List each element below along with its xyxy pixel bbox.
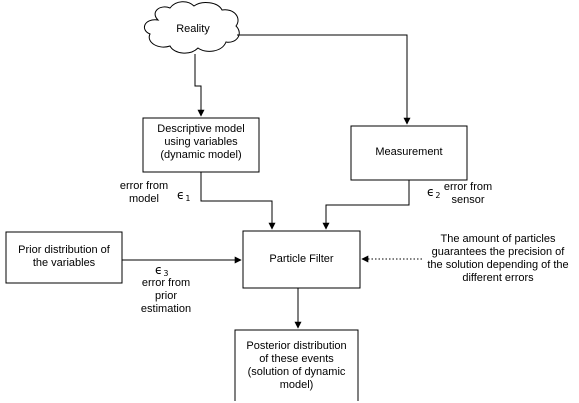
epsilon-1-symbol: ϵ1: [177, 189, 190, 205]
descriptive-model-box: [142, 117, 260, 173]
posterior-box: [234, 329, 359, 401]
prior-distribution-box: [5, 231, 123, 284]
prior-distribution-label: Prior distribution of the variables: [18, 244, 110, 269]
epsilon-1-subscript: 1: [185, 194, 191, 203]
error-model-label: error from model: [119, 180, 169, 205]
epsilon-3-char: ϵ: [155, 263, 163, 277]
epsilon-2-char: ϵ: [427, 185, 435, 199]
particle-filter-label: Particle Filter: [269, 253, 334, 265]
descriptive-model-label: Descriptive model using variables (dynam…: [157, 123, 245, 161]
posterior-label: Posterior distribution of these events (…: [246, 340, 347, 391]
arrow-model-to-filter: [200, 172, 276, 230]
epsilon-3-symbol: ϵ3: [155, 264, 168, 280]
particles-note: The amount of particles guarantees the p…: [427, 233, 569, 284]
reality-cloud: [143, 1, 240, 54]
arrow-reality-to-measurement: [237, 34, 411, 125]
epsilon-2-symbol: ϵ2: [427, 186, 440, 202]
arrow-reality-to-model: [194, 54, 205, 117]
measurement-label: Measurement: [375, 146, 443, 158]
error-prior-label: error from prior estimation: [140, 277, 192, 315]
arrow-measurement-to-filter: [322, 180, 410, 230]
epsilon-3-subscript: 3: [163, 269, 169, 278]
reality-label: Reality: [176, 23, 210, 35]
epsilon-1-char: ϵ: [177, 188, 185, 202]
epsilon-2-subscript: 2: [435, 191, 441, 200]
error-sensor-label: error from sensor: [443, 181, 493, 206]
particle-filter-box: [242, 230, 361, 289]
